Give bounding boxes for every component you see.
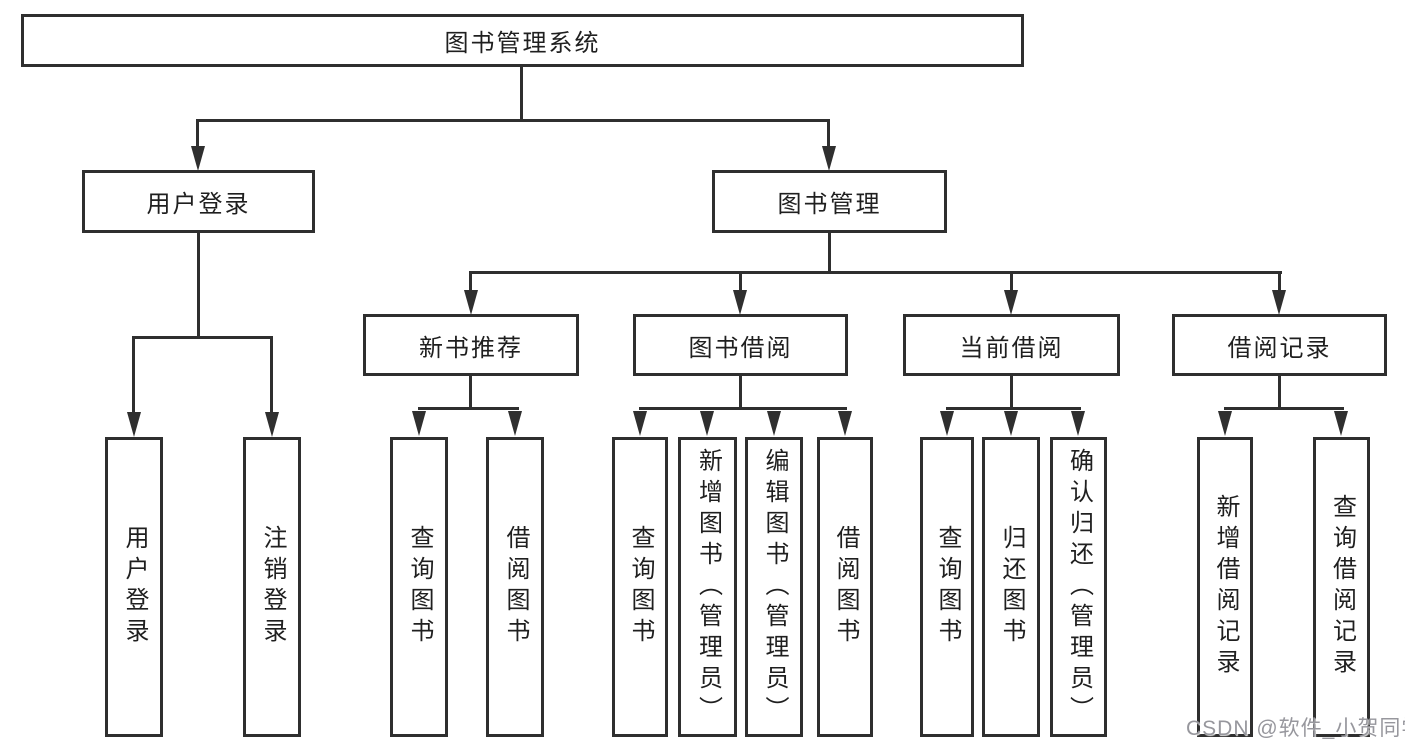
- arrowhead-icon: [412, 411, 426, 436]
- connector-root-stem: [520, 67, 523, 119]
- leaf-return-books: 归还图书: [982, 437, 1040, 737]
- node-borrow-records: 借阅记录: [1172, 314, 1387, 376]
- arrowhead-icon: [127, 412, 141, 437]
- connector-book-mgmt-drop: [827, 121, 830, 148]
- connector-l3-drop: [469, 273, 472, 291]
- arrowhead-icon: [464, 290, 478, 315]
- arrowhead-icon: [1218, 411, 1232, 436]
- leaf-user-login: 用户登录: [105, 437, 163, 737]
- connector-book-mgmt-split: [469, 271, 1282, 274]
- connector-leaf-drop: [132, 338, 135, 413]
- connector-l3-drop: [1010, 273, 1013, 291]
- arrowhead-icon: [1334, 411, 1348, 436]
- connector-book-borrow-split: [639, 407, 847, 410]
- connector-user-login-stem: [197, 233, 200, 338]
- leaf-query-books-current: 查询图书: [920, 437, 974, 737]
- connector-new-books-stem: [469, 376, 472, 409]
- node-user-login: 用户登录: [82, 170, 315, 233]
- connector-l3-drop: [739, 273, 742, 291]
- connector-new-books-split: [418, 407, 519, 410]
- node-book-borrow: 图书借阅: [633, 314, 848, 376]
- arrowhead-icon: [633, 411, 647, 436]
- connector-book-borrow-stem: [739, 376, 742, 409]
- leaf-add-borrow-record: 新增借阅记录: [1197, 437, 1253, 737]
- connector-current-borrow-split: [946, 407, 1081, 410]
- connector-root-split: [196, 119, 830, 122]
- arrowhead-icon: [767, 411, 781, 436]
- connector-leaf-drop: [270, 338, 273, 413]
- arrowhead-icon: [822, 146, 836, 171]
- leaf-borrow-books-recommend: 借阅图书: [486, 437, 544, 737]
- arrowhead-icon: [1071, 411, 1085, 436]
- connector-l3-drop: [1278, 273, 1281, 291]
- node-new-book-recommend: 新书推荐: [363, 314, 579, 376]
- node-current-borrow: 当前借阅: [903, 314, 1120, 376]
- connector-current-borrow-stem: [1010, 376, 1013, 409]
- leaf-logout: 注销登录: [243, 437, 301, 737]
- arrowhead-icon: [838, 411, 852, 436]
- leaf-edit-books-admin: 编辑图书（管理员）: [745, 437, 803, 737]
- leaf-confirm-return-admin: 确认归还（管理员）: [1050, 437, 1107, 737]
- arrowhead-icon: [1272, 290, 1286, 315]
- arrowhead-icon: [1004, 290, 1018, 315]
- arrowhead-icon: [265, 412, 279, 437]
- connector-user-login-drop: [196, 121, 199, 148]
- arrowhead-icon: [508, 411, 522, 436]
- leaf-add-books-admin: 新增图书（管理员）: [678, 437, 737, 737]
- connector-user-login-split: [132, 336, 273, 339]
- leaf-query-books-borrow: 查询图书: [612, 437, 668, 737]
- arrowhead-icon: [700, 411, 714, 436]
- arrowhead-icon: [1004, 411, 1018, 436]
- leaf-query-books-recommend: 查询图书: [390, 437, 448, 737]
- arrowhead-icon: [191, 146, 205, 171]
- leaf-query-borrow-record: 查询借阅记录: [1313, 437, 1370, 737]
- connector-book-mgmt-stem: [828, 233, 831, 273]
- arrowhead-icon: [733, 290, 747, 315]
- node-book-management: 图书管理: [712, 170, 947, 233]
- arrowhead-icon: [940, 411, 954, 436]
- connector-borrow-records-split: [1224, 407, 1344, 410]
- watermark: CSDN @软件_小贺同学: [1186, 717, 1405, 740]
- node-root: 图书管理系统: [21, 14, 1024, 67]
- connector-borrow-records-stem: [1278, 376, 1281, 409]
- leaf-borrow-books: 借阅图书: [817, 437, 873, 737]
